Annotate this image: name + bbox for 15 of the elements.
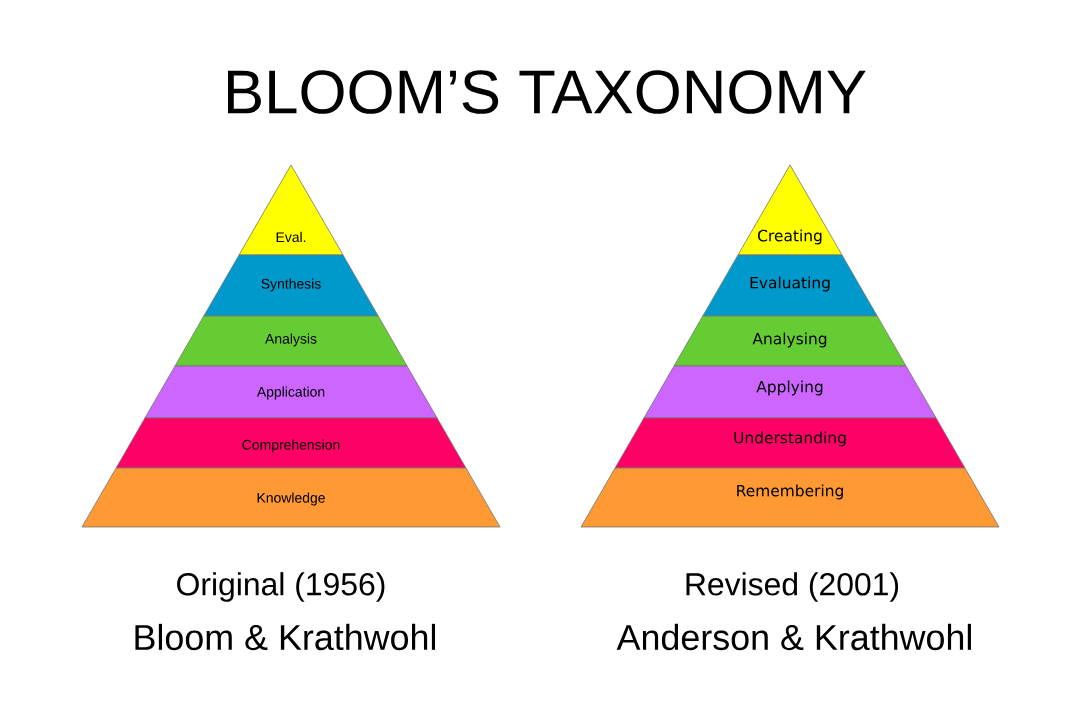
pyramid-level: Eval. [238, 164, 344, 256]
pyramid-level: Remembering [580, 467, 1000, 528]
caption: Original (1956) [177, 572, 385, 602]
pyramid-level: Analysing [673, 315, 907, 367]
pyramid-level: Analysis [174, 315, 408, 367]
pyramid-level: Understanding [614, 417, 966, 469]
pyramid-level: Comprehension [115, 417, 467, 469]
pyramid-level: Synthesis [203, 254, 379, 317]
pyramid-level: Knowledge [81, 467, 501, 528]
pyramid-level: Evaluating [702, 254, 878, 317]
caption: Anderson & Krathwohl [616, 623, 971, 651]
caption: Bloom & Krathwohl [135, 623, 436, 651]
caption: Revised (2001) [686, 572, 899, 602]
pyramid-level: Creating [737, 164, 843, 256]
title: BLOOM’S TAXONOMY [228, 70, 866, 114]
